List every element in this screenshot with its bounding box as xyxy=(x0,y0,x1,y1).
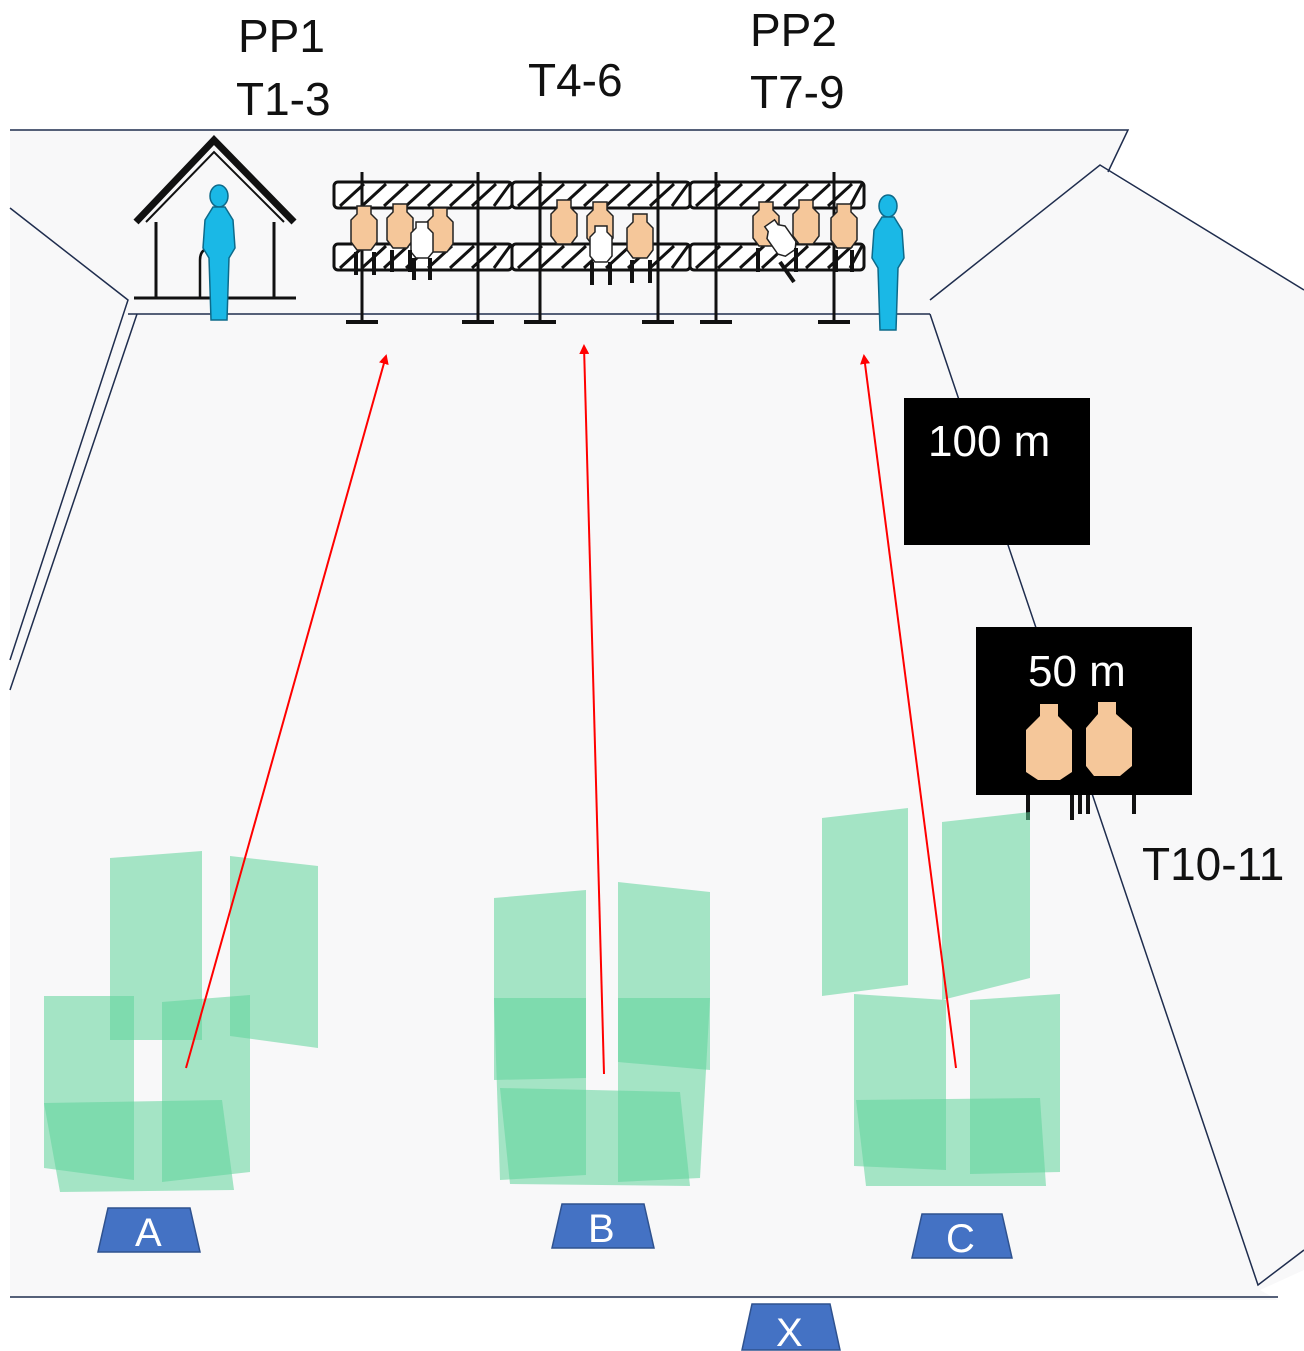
rail-hatch xyxy=(716,244,744,270)
rail-hatch xyxy=(804,244,832,270)
distance-box-100m: 100 m xyxy=(904,398,1090,545)
position-label-b: B xyxy=(588,1207,615,1251)
rail-hatch xyxy=(582,182,610,208)
rail-hatch xyxy=(670,183,690,207)
rail-hatch xyxy=(648,244,676,270)
barricades-b xyxy=(494,882,710,1186)
rail-hatch xyxy=(404,182,432,208)
position-label-c: C xyxy=(946,1217,975,1261)
rail-hatch xyxy=(516,244,544,270)
rail-hatch xyxy=(826,182,854,208)
rail-hatch xyxy=(670,245,690,269)
guard-house-icon xyxy=(133,134,297,300)
target-rack xyxy=(332,170,866,324)
shooting-position-c: C xyxy=(911,1213,1013,1261)
position-label-a: A xyxy=(135,1211,162,1255)
label-pp2: PP2 xyxy=(750,4,837,56)
rail-hatch xyxy=(426,182,454,208)
rail-hatch xyxy=(826,244,854,270)
rail-hatch xyxy=(382,182,410,208)
arrow-b xyxy=(579,344,605,1075)
label-t10-11: T10-11 xyxy=(1142,838,1284,890)
rail-hatch xyxy=(360,182,388,208)
arrow-a xyxy=(185,354,389,1069)
steel-target-icon xyxy=(1026,702,1132,780)
rail-hatch xyxy=(538,182,566,208)
label-t4-6: T4-6 xyxy=(528,54,623,106)
rail-hatch xyxy=(516,182,544,208)
rail-hatch xyxy=(782,182,810,208)
distance-label-100m: 100 m xyxy=(928,417,1050,466)
rail-hatch xyxy=(716,182,744,208)
rail-hatch xyxy=(448,244,476,270)
shooting-position-b: B xyxy=(551,1203,655,1251)
position-label-x: X xyxy=(776,1311,803,1351)
label-pp1: PP1 xyxy=(238,10,325,62)
rail-hatch xyxy=(382,244,410,270)
rail-hatch xyxy=(492,245,512,269)
arrow-c xyxy=(860,354,957,1069)
shooting-position-a: A xyxy=(97,1207,201,1255)
rail-hatch xyxy=(338,182,366,208)
barricades-a xyxy=(44,851,318,1192)
label-t7-9: T7-9 xyxy=(750,66,845,118)
rail-hatch xyxy=(604,182,632,208)
barricades-c xyxy=(822,808,1060,1186)
rail-hatch xyxy=(738,182,766,208)
rail-hatch xyxy=(448,182,476,208)
start-position-x: X xyxy=(741,1303,841,1351)
distance-box-50m: 50 m xyxy=(976,627,1192,820)
rail-hatch xyxy=(492,183,512,207)
rail-segment xyxy=(688,180,866,210)
barricade-rails xyxy=(332,180,866,272)
rail-hatch xyxy=(848,183,864,207)
rail-hatch xyxy=(648,182,676,208)
distance-label-50m: 50 m xyxy=(1028,647,1126,696)
rail-hatch xyxy=(470,182,498,208)
rail-hatch xyxy=(560,244,588,270)
rail-hatch xyxy=(470,244,498,270)
rail-hatch xyxy=(538,244,566,270)
line-of-fire-arrows xyxy=(185,344,957,1075)
rail-hatch xyxy=(626,182,654,208)
label-t1-3: T1-3 xyxy=(236,73,331,125)
